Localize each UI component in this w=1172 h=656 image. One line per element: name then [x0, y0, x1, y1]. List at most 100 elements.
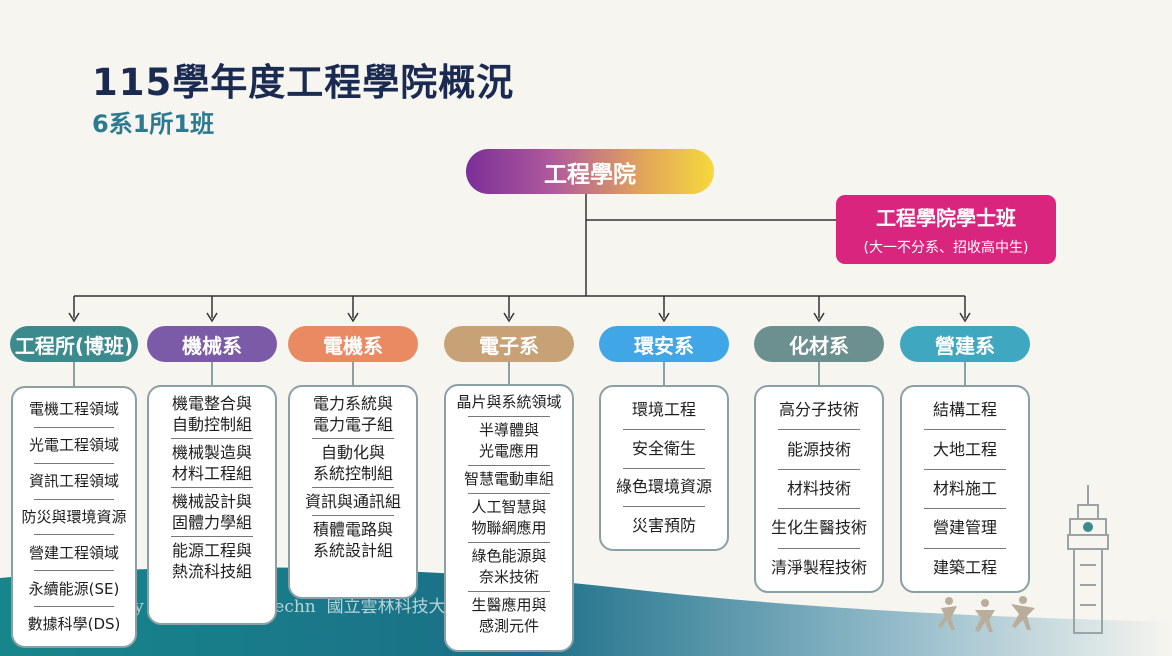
field-item: 生醫應用與 [471, 596, 547, 614]
bachelor-program-node: 工程學院學士班 (大一不分系、招收高中生) [836, 195, 1056, 264]
field-item: 建築工程 [932, 557, 997, 577]
group-divider [170, 536, 254, 537]
department-pill: 機械系 [147, 326, 277, 362]
field-item: 自動化與 [320, 443, 385, 462]
department-card: 電機工程領域光電工程領域資訊工程領域防災與環境資源營建工程領域永續能源(SE) 數… [11, 386, 137, 648]
field-item: 資訊與通訊組 [304, 492, 401, 511]
field-item: 系統設計組 [312, 541, 393, 560]
department-pill: 化材系 [754, 326, 884, 362]
org-chart-connectors [68, 194, 971, 386]
bachelor-program-note: (大一不分系、招收高中生) [863, 240, 1029, 256]
field-item: 機械設計與 [171, 492, 252, 511]
department-pill: 營建系 [900, 326, 1030, 362]
field-item: 固體力學組 [171, 513, 252, 532]
field-item: 自動控制組 [171, 415, 252, 434]
department-card: 晶片與系統領域半導體與光電應用智慧電動車組人工智慧與物聯網應用綠色能源與奈米技術… [444, 384, 574, 652]
group-divider [923, 508, 1007, 510]
department-card: 結構工程大地工程材料施工營建管理建築工程 [900, 385, 1030, 593]
group-divider [170, 438, 254, 439]
page-subtitle: 6系1所1班 [92, 110, 215, 138]
page-title: 115學年度工程學院概況 [92, 61, 515, 104]
field-item: 半導體與 [478, 421, 539, 439]
field-item: 電機工程領域 [28, 400, 119, 419]
department-card: 機電整合與自動控制組機械製造與材料工程組機械設計與固體力學組能源工程與熱流科技組 [147, 385, 277, 625]
field-item: 生化生醫技術 [770, 518, 867, 538]
field-item: 高分子技術 [778, 400, 859, 420]
department-card: 環境工程安全衛生綠色環境資源災害預防 [599, 385, 729, 551]
group-divider [923, 429, 1007, 431]
field-item: 永續能源(SE) [28, 579, 120, 598]
field-item: 奈米技術 [478, 568, 539, 586]
group-divider [777, 547, 861, 549]
arrowhead [503, 312, 515, 323]
group-divider [467, 416, 551, 417]
field-item: 電力系統與 [312, 394, 393, 413]
field-item: 防災與環境資源 [21, 507, 127, 526]
group-divider [34, 462, 114, 464]
field-item: 環境工程 [631, 399, 696, 419]
group-divider [622, 467, 706, 469]
field-item: 積體電路與 [312, 520, 393, 539]
group-divider [311, 515, 395, 516]
group-divider [170, 487, 254, 488]
arrowhead [347, 312, 359, 323]
arrowhead [959, 312, 971, 323]
field-item: 熱流科技組 [171, 562, 252, 581]
arrowhead [813, 312, 825, 323]
field-item: 感測元件 [478, 617, 539, 635]
field-item: 結構工程 [932, 400, 997, 420]
arrowhead [206, 312, 218, 323]
group-divider [467, 493, 551, 494]
tower-icon [1067, 485, 1109, 634]
field-item: 安全衛生 [631, 438, 696, 458]
field-item: 材料技術 [786, 478, 851, 498]
group-divider [467, 542, 551, 543]
field-item: 清淨製程技術 [770, 557, 867, 577]
field-item: 光電工程領域 [28, 436, 119, 455]
department-pill: 電子系 [444, 326, 574, 362]
field-item: 營建工程領域 [28, 543, 119, 562]
field-item: 材料施工 [932, 478, 997, 498]
group-divider [467, 465, 551, 466]
group-divider [923, 468, 1007, 470]
field-item: 能源工程與 [171, 541, 252, 560]
group-divider [622, 428, 706, 430]
field-item: 能源技術 [786, 439, 851, 459]
group-divider [34, 498, 114, 500]
group-divider [777, 468, 861, 470]
field-item: 人工智慧與 [471, 498, 547, 516]
department-pill: 環安系 [599, 326, 729, 362]
jumping-people-icon [938, 596, 1035, 632]
department-pill: 電機系 [288, 326, 418, 362]
group-divider [777, 429, 861, 431]
field-item: 綠色能源與 [471, 547, 547, 565]
field-item: 電力電子組 [312, 415, 393, 434]
field-item: 資訊工程領域 [28, 472, 119, 491]
field-item: 數據科學(DS) [27, 615, 121, 634]
group-divider [34, 606, 114, 608]
field-item: 營建管理 [932, 518, 997, 538]
field-item: 機電整合與 [171, 394, 252, 413]
group-divider [777, 508, 861, 510]
group-divider [467, 591, 551, 592]
field-item: 系統控制組 [312, 464, 393, 483]
field-item: 災害預防 [631, 516, 696, 536]
bachelor-program-label: 工程學院學士班 [876, 206, 1016, 230]
department-pill: 工程所(博班) [10, 326, 138, 362]
department-card: 電力系統與電力電子組自動化與系統控制組資訊與通訊組積體電路與系統設計組 [288, 385, 418, 599]
group-divider [34, 534, 114, 536]
group-divider [923, 547, 1007, 549]
department-card: 高分子技術能源技術材料技術生化生醫技術清淨製程技術 [754, 385, 884, 593]
group-divider [34, 426, 114, 428]
college-root-node: 工程學院 [466, 149, 714, 194]
group-divider [34, 570, 114, 572]
group-divider [311, 487, 395, 488]
field-item: 智慧電動車組 [463, 470, 554, 488]
group-divider [622, 506, 706, 508]
field-item: 大地工程 [932, 439, 997, 459]
field-item: 光電應用 [478, 442, 539, 460]
arrowhead [658, 312, 670, 323]
field-item: 物聯網應用 [471, 519, 547, 537]
field-item: 晶片與系統領域 [456, 393, 562, 411]
arrowhead [68, 312, 80, 323]
